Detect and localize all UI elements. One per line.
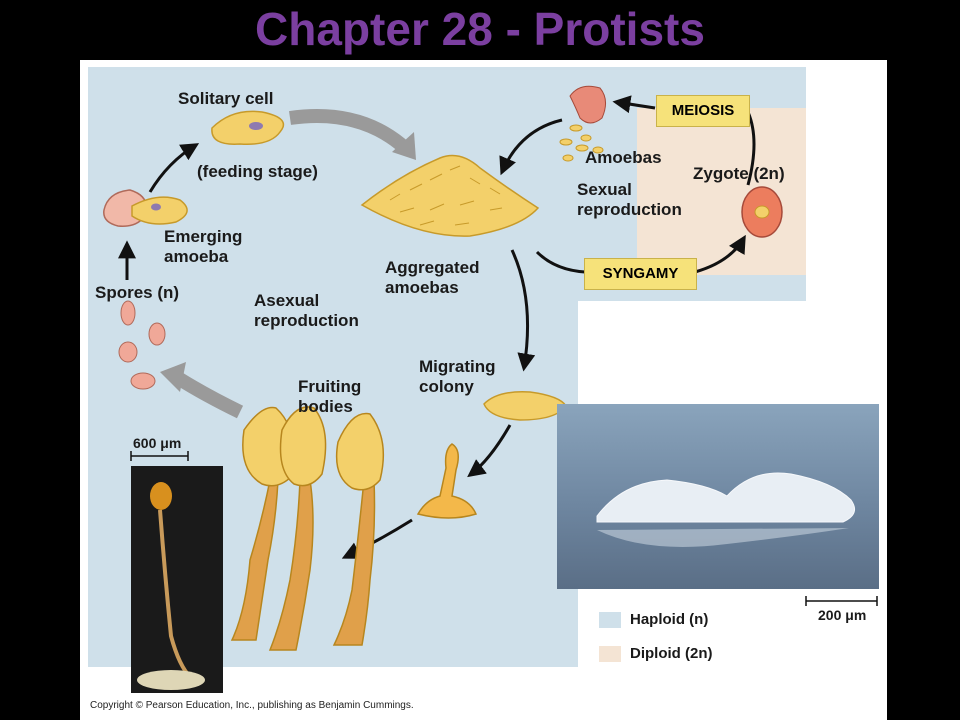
scale-bar-600 [130,451,189,461]
meiosis-cell [569,85,606,124]
meiosis-box: MEIOSIS [656,95,750,127]
arrow-meiosis-to-amoebas [612,95,656,114]
culminating-slug [416,443,478,519]
copyright-text: Copyright © Pearson Education, Inc., pub… [90,700,414,711]
aggregate-texture [389,165,503,226]
arrow-migrating-to-culmination [467,424,512,478]
legend-diploid-swatch [599,646,621,662]
arrow-amoebas-to-aggregate [499,118,563,176]
syngamy-box: SYNGAMY [584,258,697,290]
spore-2 [148,322,166,346]
label-colony: colony [419,377,474,396]
arrow-emerging-to-solitary [148,143,200,193]
arrow-aggregate-to-migrating [510,249,536,372]
arrow-fruiting-to-spores-head [160,362,186,392]
label-scale-600: 600 μm [133,435,182,451]
legend-haploid-label: Haploid (n) [630,611,709,628]
label-bodies: bodies [298,397,353,416]
label-solitary-cell: Solitary cell [178,89,274,108]
page-title: Chapter 28 - Protists [255,3,705,55]
diploid-region [637,108,806,275]
label-asexual: Asexual [254,291,320,310]
label-aggregated: Aggregated [385,258,480,277]
arrow-syngamy-to-zygote [694,234,746,274]
label-zygote: Zygote (2n) [693,164,785,183]
spore-4 [130,372,156,390]
legend-haploid-swatch [599,612,621,628]
migrating-slug-photo [557,404,879,589]
emerging-amoeba [131,196,188,225]
arrow-culmination-to-fruiting [341,518,413,559]
emerging-amoeba-nucleus [151,203,161,211]
label-emerging: Emerging [164,227,243,246]
label-scale-200: 200 μm [818,607,867,623]
aggregated-amoebas [360,154,540,237]
label-spores: Spores (n) [95,283,180,302]
fruiting-body-photo [131,466,223,693]
scale-bar-200 [805,596,878,606]
zygote-nucleus [754,205,770,219]
solitary-cell-nucleus [249,122,263,130]
label-amoeba: amoeba [164,247,229,266]
spore-1 [120,300,136,326]
arrow-solitary-to-aggregate-head [392,132,416,160]
migrating-colony [483,391,567,421]
label-aggregated-amoebas: amoebas [385,278,459,297]
arrow-solitary-to-aggregate [289,109,410,154]
solitary-cell [211,110,285,145]
spore-3 [118,341,138,363]
legend-diploid-label: Diploid (2n) [630,645,713,662]
arrow-aggregate-to-syngamy [535,250,586,274]
small-amoebas [559,124,604,162]
label-migrating: Migrating [419,357,496,376]
fruiting-bodies [230,406,385,651]
label-sexual: Sexual [577,180,632,199]
label-fruiting: Fruiting [298,377,362,396]
label-sexual-reproduction: reproduction [577,200,682,219]
label-asexual-reproduction: reproduction [254,311,359,330]
label-amoebas: Amoebas [585,148,662,167]
arrow-fruiting-to-spores [174,372,244,419]
label-feeding-stage: (feeding stage) [197,162,318,181]
